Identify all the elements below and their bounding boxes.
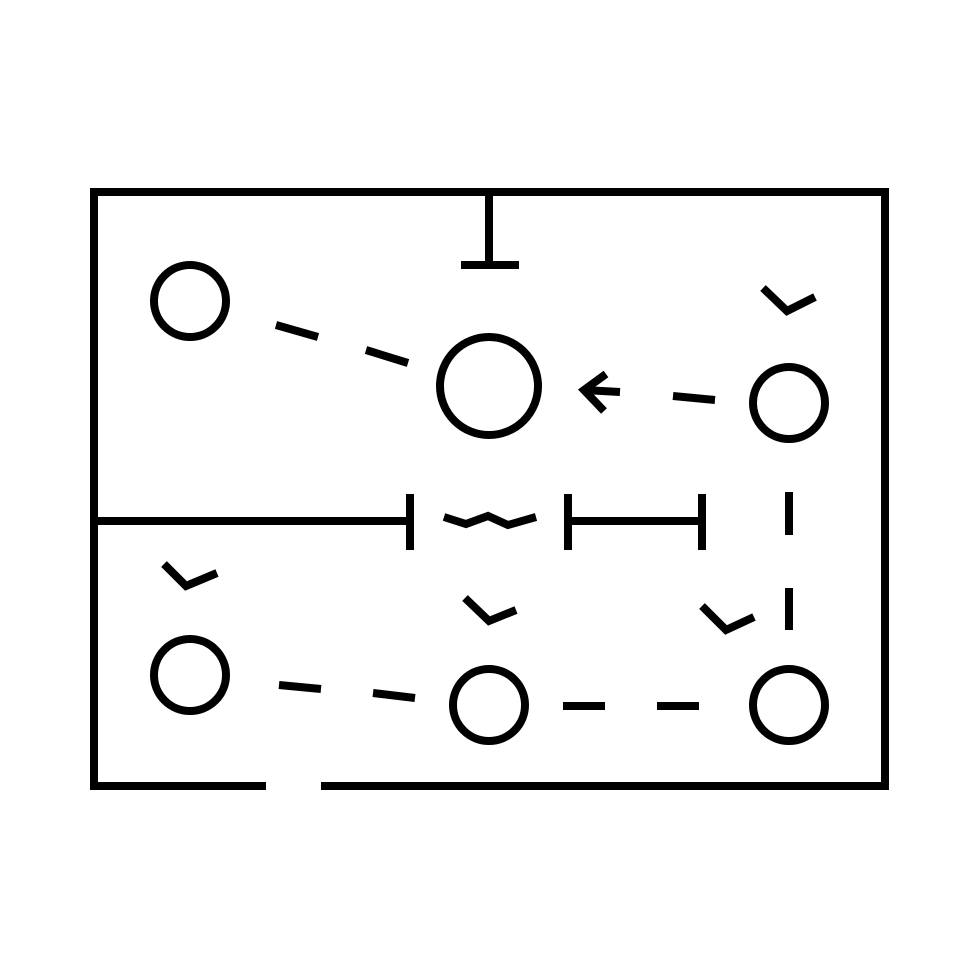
player-circle-bottom-center xyxy=(449,665,529,745)
player-circle-top-right xyxy=(749,363,829,443)
path-dash xyxy=(364,346,410,367)
top-partition xyxy=(461,192,519,269)
check-mark-icon xyxy=(760,285,817,316)
check-mark-icon xyxy=(699,603,756,635)
check-mark-icon xyxy=(161,561,219,591)
check-mark-icon xyxy=(462,595,518,626)
movement-paths xyxy=(274,321,793,710)
player-markers xyxy=(150,261,829,745)
player-circle-bottom-left xyxy=(150,635,230,715)
player-circle-bottom-right xyxy=(749,665,829,745)
check-marks xyxy=(161,285,817,635)
path-dash xyxy=(278,681,322,693)
path-dash xyxy=(672,392,716,404)
path-dash xyxy=(274,321,320,341)
outer-walls xyxy=(90,188,889,790)
player-circle-center xyxy=(436,333,542,439)
player-circle-top-left xyxy=(150,261,230,341)
arrow-head-icon xyxy=(577,370,609,414)
middle-wall-broken-section xyxy=(442,511,538,530)
path-dash xyxy=(372,689,416,702)
middle-wall xyxy=(94,494,706,550)
outer-wall-main xyxy=(90,188,889,790)
